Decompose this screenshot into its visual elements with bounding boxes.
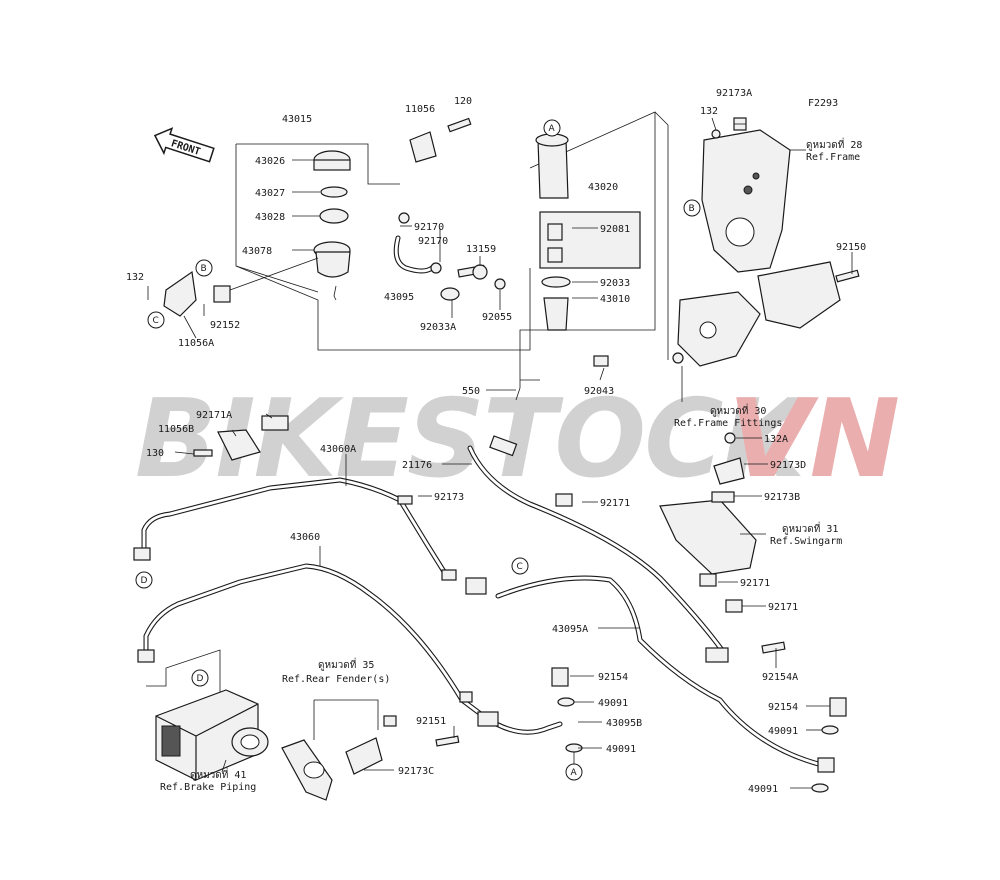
callout-b-left: B (195, 259, 213, 277)
part-43095B: 43095B (606, 718, 642, 729)
clips-and-bolts (193, 415, 847, 793)
svg-text:B: B (689, 204, 695, 214)
ref-41-thai: ดูหมวดที่ 41 (190, 767, 246, 781)
callout-markers: A B C B C D D A (135, 119, 701, 781)
callout-b-frame: B (683, 199, 701, 217)
part-92033: 92033 (600, 278, 630, 289)
ref-31-thai: ดูหมวดที่ 31 (782, 521, 838, 535)
front-arrow-icon: FRONT (153, 127, 215, 163)
part-120: 120 (454, 96, 472, 107)
callout-a-bottom: A (565, 763, 583, 781)
part-550: 550 (462, 386, 480, 397)
part-43027: 43027 (255, 188, 285, 199)
part-92171A: 92171A (196, 410, 232, 421)
part-43060A: 43060A (320, 444, 356, 455)
part-92170-b: 92170 (418, 236, 448, 247)
rear-fender-group (281, 699, 383, 801)
part-43028: 43028 (255, 212, 285, 223)
part-92170-a: 92170 (414, 222, 444, 233)
part-92055: 92055 (482, 312, 512, 323)
part-92151: 92151 (416, 716, 446, 727)
part-13159: 13159 (466, 244, 496, 255)
part-92043: 92043 (584, 386, 614, 397)
ref-31-text: Ref.Swingarm (770, 536, 842, 547)
frame-group (672, 117, 860, 367)
leader-lines (147, 117, 853, 789)
part-92173C: 92173C (398, 766, 434, 777)
part-92154-b: 92154 (768, 702, 798, 713)
abs-unit-group (146, 649, 269, 781)
part-43026: 43026 (255, 156, 285, 167)
svg-text:D: D (197, 674, 204, 684)
part-11056A: 11056A (178, 338, 214, 349)
part-49091-b: 49091 (606, 744, 636, 755)
reference-notes: ดูหมวดที่ 28 Ref.Frame ดูหมวดที่ 30 Ref.… (160, 137, 862, 793)
svg-text:B: B (201, 264, 207, 274)
part-43095A: 43095A (552, 624, 588, 635)
callout-c-left: C (147, 311, 165, 329)
part-43060: 43060 (290, 532, 320, 543)
watermark-text-b: VN (728, 377, 899, 502)
part-92171-a: 92171 (600, 498, 630, 509)
svg-text:C: C (153, 316, 159, 326)
ref-30-text: Ref.Frame Fittings (674, 418, 782, 429)
part-49091-c: 49091 (768, 726, 798, 737)
part-132: 132 (126, 272, 144, 283)
figure-code: F2293 (808, 98, 838, 109)
ref-28-thai: ดูหมวดที่ 28 (806, 137, 862, 151)
svg-text:C: C (517, 562, 523, 572)
part-43015: 43015 (282, 114, 312, 125)
svg-text:A: A (571, 768, 578, 778)
svg-text:A: A (549, 124, 556, 134)
part-11056: 11056 (405, 104, 435, 115)
ref-41-text: Ref.Brake Piping (160, 782, 256, 793)
part-92154A: 92154A (762, 672, 798, 683)
ref-30-thai: ดูหมวดที่ 30 (710, 403, 766, 417)
part-11056B: 11056B (158, 424, 194, 435)
callout-d-abs: D (191, 669, 209, 687)
reservoir-group (163, 117, 531, 351)
svg-text:D: D (141, 576, 148, 586)
part-43020: 43020 (588, 182, 618, 193)
part-92171-b: 92171 (740, 578, 770, 589)
master-cylinder-group (515, 111, 669, 401)
part-132A: 132A (764, 434, 788, 445)
callout-d-pipe: D (135, 571, 153, 589)
ref-35-thai: ดูหมวดที่ 35 (318, 657, 374, 671)
part-92154-a: 92154 (598, 672, 628, 683)
part-43078: 43078 (242, 246, 272, 257)
part-92173B: 92173B (764, 492, 800, 503)
ref-35-text: Ref.Rear Fender(s) (282, 674, 390, 685)
part-92173: 92173 (434, 492, 464, 503)
part-21176: 21176 (402, 460, 432, 471)
part-92152: 92152 (210, 320, 240, 331)
swingarm-group (659, 432, 757, 575)
callout-a-top: A (543, 119, 561, 137)
ref-28-text: Ref.Frame (806, 152, 860, 163)
part-92171-c: 92171 (768, 602, 798, 613)
part-92150: 92150 (836, 242, 866, 253)
part-132-frame: 132 (700, 106, 718, 117)
part-labels: 43015 11056 120 43026 43027 43028 43078 … (126, 88, 866, 795)
part-43010: 43010 (600, 294, 630, 305)
part-130: 130 (146, 448, 164, 459)
part-92173A: 92173A (716, 88, 752, 99)
part-49091-a: 49091 (598, 698, 628, 709)
part-49091-d: 49091 (748, 784, 778, 795)
part-92033A: 92033A (420, 322, 456, 333)
callout-c-pipe: C (511, 557, 529, 575)
part-92081: 92081 (600, 224, 630, 235)
part-92173D: 92173D (770, 460, 806, 471)
part-43095: 43095 (384, 292, 414, 303)
brake-pipes (133, 435, 835, 773)
